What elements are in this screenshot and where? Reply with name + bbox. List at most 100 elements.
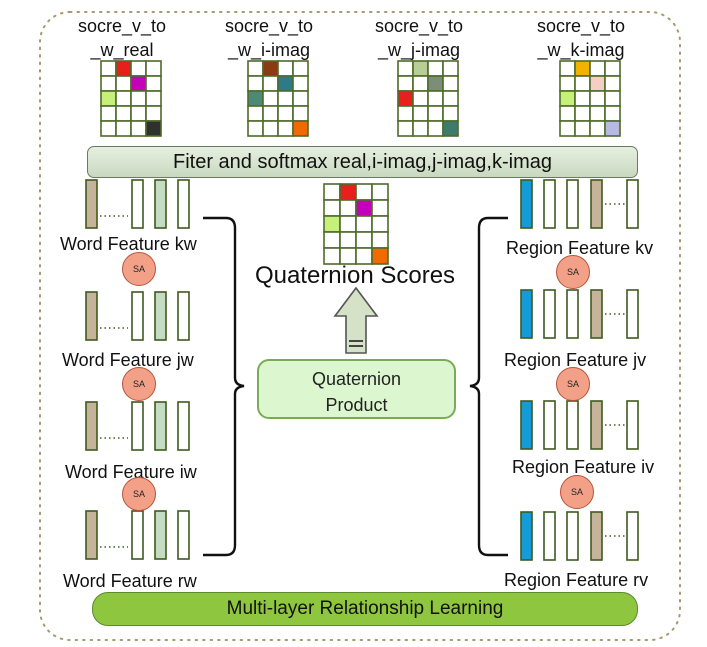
grid-cell (339, 231, 357, 249)
self-attention-circle: SA (560, 475, 594, 509)
grid-cell (442, 105, 459, 122)
grid-cell (262, 60, 279, 77)
grid-cell (559, 120, 576, 137)
word-vector-bar (131, 291, 144, 341)
grid-cell (130, 60, 147, 77)
grid-cell (355, 199, 373, 217)
region-vector-bar (543, 400, 556, 450)
region-vector-bar (520, 179, 533, 229)
grid-cell (277, 105, 294, 122)
multi-layer-relationship-bar: Multi-layer Relationship Learning (92, 592, 638, 626)
self-attention-circle: SA (556, 255, 590, 289)
grid-cell (604, 90, 621, 107)
grid-cell (145, 60, 162, 77)
grid-cell (115, 60, 132, 77)
grid-cell (589, 120, 606, 137)
grid-cell (589, 90, 606, 107)
grid-cell (323, 231, 341, 249)
region-vector-bar (626, 289, 639, 339)
region-vector-bar (626, 511, 639, 561)
grid-cell (442, 90, 459, 107)
grid-cell (277, 60, 294, 77)
region-vector-bar (543, 511, 556, 561)
grid-cell (100, 105, 117, 122)
score-title-line2: _w_real (90, 40, 154, 60)
grid-cell (292, 105, 309, 122)
grid-cell (574, 75, 591, 92)
grid-cell (412, 60, 429, 77)
score-grid (559, 60, 621, 137)
score-title-j-imag: socre_v_to _w_j-imag (354, 14, 484, 62)
outer-dotted-frame (39, 11, 681, 641)
score-grids-layer (100, 60, 621, 265)
grid-cell (130, 105, 147, 122)
grid-cell (371, 247, 389, 265)
score-grid (397, 60, 459, 137)
region-vector-bar (520, 511, 533, 561)
grid-cell (145, 75, 162, 92)
grid-cell (397, 120, 414, 137)
grid-cell (442, 120, 459, 137)
grid-cell (397, 90, 414, 107)
word-vector-bar (85, 401, 98, 451)
grid-cell (323, 199, 341, 217)
grid-cell (397, 60, 414, 77)
grid-cell (559, 75, 576, 92)
grid-cell (604, 105, 621, 122)
grid-cell (292, 120, 309, 137)
grid-cell (247, 60, 264, 77)
grid-cell (427, 75, 444, 92)
grid-cell (247, 120, 264, 137)
grid-cell (145, 120, 162, 137)
region-vector-bar (566, 511, 579, 561)
connectors-layer (203, 216, 508, 557)
grid-cell (247, 90, 264, 107)
region-feature-iv-label: Region Feature iv (512, 457, 655, 477)
word-feature-rw-label: Word Feature rw (63, 571, 197, 591)
grid-cell (559, 105, 576, 122)
score-title-line2: _w_i-imag (227, 40, 311, 60)
quaternion-product-line1: Quaternion (311, 369, 402, 389)
region-vector-bar (520, 400, 533, 450)
grid-cell (371, 231, 389, 249)
grid-cell (323, 215, 341, 233)
quaternion-product-box: Quaternion Product (257, 359, 456, 419)
score-title-line1: socre_v_to (374, 16, 464, 36)
quaternion-score-grid (323, 183, 389, 265)
self-attention-circle: SA (556, 367, 590, 401)
grid-cell (339, 183, 357, 201)
grid-cell (100, 120, 117, 137)
grid-cell (100, 75, 117, 92)
region-vector-bar (590, 511, 603, 561)
grid-cell (115, 90, 132, 107)
self-attention-circle: SA (122, 367, 156, 401)
score-title-line2: _w_j-imag (377, 40, 461, 60)
word-vector-bar (177, 401, 190, 451)
word-vector-bar (154, 179, 167, 229)
grid-cell (339, 215, 357, 233)
grid-cell (247, 75, 264, 92)
score-title-i-imag: socre_v_to _w_i-imag (204, 14, 334, 62)
grid-cell (371, 215, 389, 233)
grid-cell (412, 120, 429, 137)
grid-cell (130, 90, 147, 107)
grid-cell (277, 120, 294, 137)
grid-cell (574, 120, 591, 137)
grid-cell (247, 105, 264, 122)
grid-cell (292, 60, 309, 77)
word-vector-bar (131, 401, 144, 451)
self-attention-circle: SA (122, 477, 156, 511)
region-vector-bar (590, 179, 603, 229)
grid-cell (427, 120, 444, 137)
grid-cell (115, 75, 132, 92)
score-title-line1: socre_v_to (224, 16, 314, 36)
score-title-line2: _w_k-imag (537, 40, 625, 60)
grid-cell (412, 105, 429, 122)
grid-cell (574, 105, 591, 122)
grid-cell (589, 105, 606, 122)
region-vector-bar (520, 289, 533, 339)
grid-cell (355, 183, 373, 201)
region-feature-rv-label: Region Feature rv (504, 570, 649, 590)
grid-cell (100, 90, 117, 107)
